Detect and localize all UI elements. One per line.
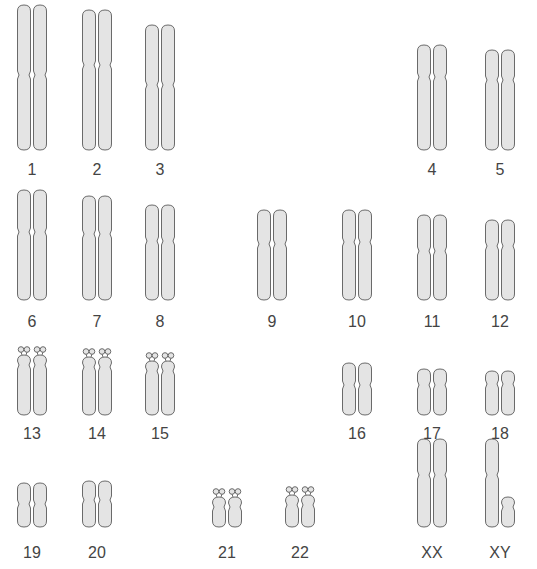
chromosome-number: 3	[156, 162, 165, 178]
chromosome-number: 9	[268, 314, 277, 330]
chromosome-number: 14	[88, 426, 106, 442]
chromosome-number: 2	[93, 162, 102, 178]
chromosome-number: XY	[489, 545, 510, 561]
chromosome-number: 13	[23, 426, 41, 442]
chromosome-number: 17	[423, 426, 441, 442]
chromosome-number: 4	[428, 162, 437, 178]
chromosome-number: 19	[23, 545, 41, 561]
chromosome-number: 12	[491, 314, 509, 330]
chromosome-number: 20	[88, 545, 106, 561]
chromosome-number: 7	[93, 314, 102, 330]
chromosome-number: 8	[156, 314, 165, 330]
chromosome-number: 1	[28, 162, 37, 178]
chromosome-number: 22	[291, 545, 309, 561]
chromosome-number: 6	[28, 314, 37, 330]
chromosome-number: 18	[491, 426, 509, 442]
chromosome-number: 5	[496, 162, 505, 178]
chromosome-number: 11	[424, 314, 441, 330]
chromosome-number: XX	[421, 545, 442, 561]
chromosome-number: 21	[218, 545, 236, 561]
chromosome-number: 15	[151, 426, 169, 442]
chromosome-number: 16	[348, 426, 366, 442]
chromosome-number: 10	[348, 314, 366, 330]
